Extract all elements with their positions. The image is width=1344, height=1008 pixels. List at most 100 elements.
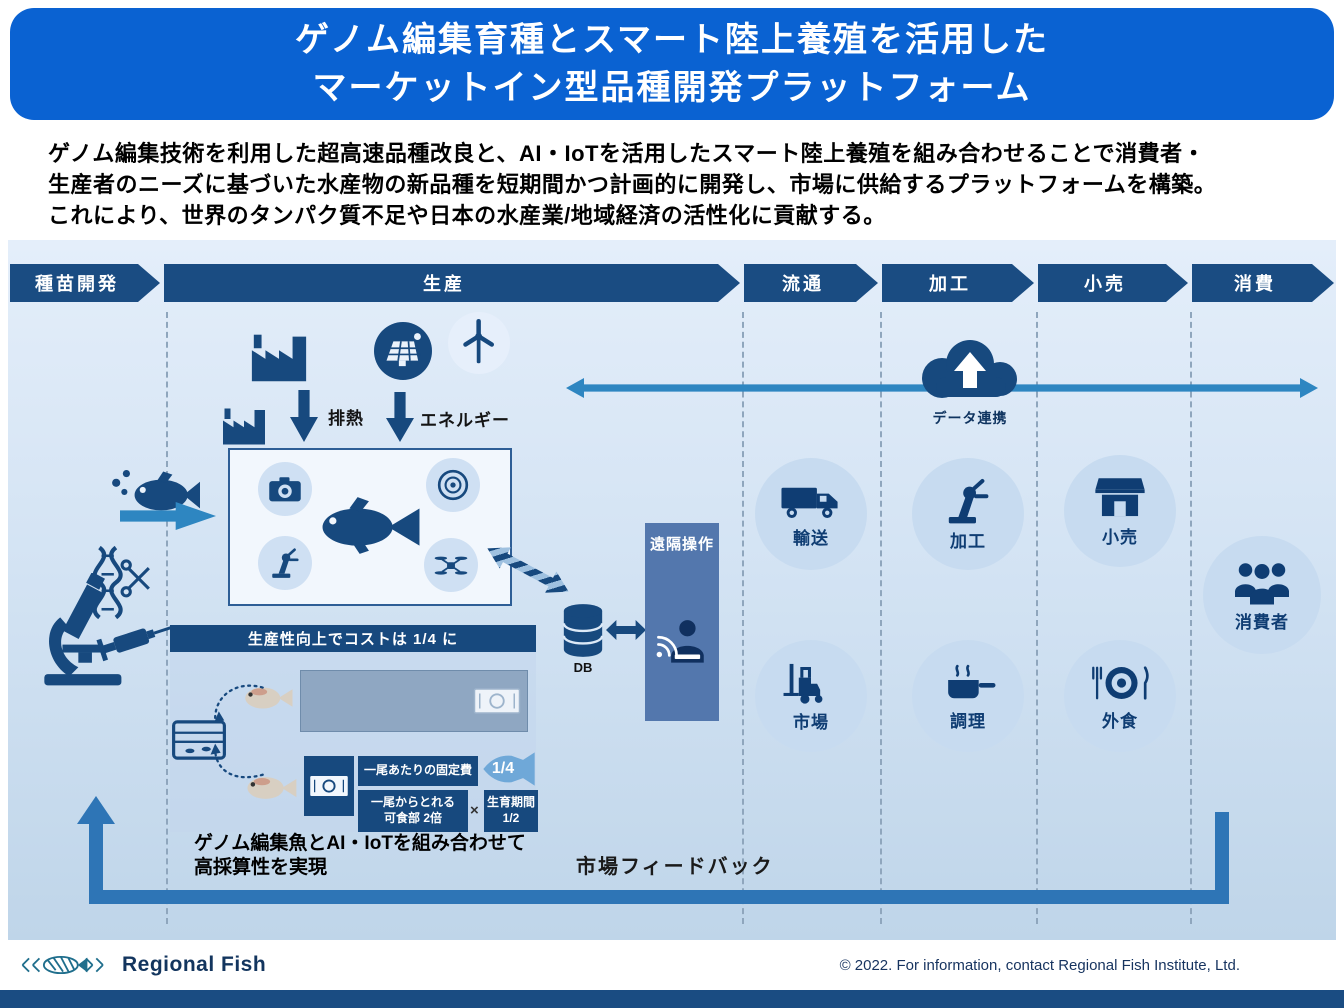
stage-processing: 加工 — [882, 264, 1034, 302]
fish-tag-icon — [483, 752, 535, 786]
cooking-pot-icon — [948, 664, 996, 698]
forklift-icon — [783, 663, 823, 704]
title-line-1: ゲノム編集育種とスマート陸上養殖を活用した — [295, 20, 1049, 59]
factory-icon — [223, 408, 265, 445]
remote-control-panel: 遠隔操作 — [645, 523, 719, 721]
fixed-cost-ratio: 1/4 — [491, 760, 515, 777]
camera-icon — [269, 477, 301, 502]
drone-badge — [424, 538, 478, 592]
description-line-2: 生産者のニーズに基づいた水産物の新品種を短期間かつ計画的に開発し、市場に供給する… — [48, 172, 1217, 197]
profitability-line2: 高採算性を実現 — [194, 857, 328, 878]
edible-portion-box: 一尾からとれる 可食部 2倍 — [358, 790, 468, 832]
database-icon — [562, 604, 604, 657]
cloud-upload-icon — [922, 340, 1017, 398]
column-separator — [880, 312, 882, 924]
solar-panel-icon — [386, 333, 421, 367]
multiply-sign: × — [470, 802, 479, 819]
chain-node-label: 輸送 — [793, 528, 829, 548]
sensor-icon — [437, 469, 469, 501]
storefront-icon — [1095, 477, 1145, 516]
chain-node-label: 調理 — [950, 711, 986, 731]
db-remote-sync-arrow — [606, 620, 646, 640]
cost-banner: 生産性向上でコストは 1/4 に — [170, 625, 536, 652]
money-badge — [304, 756, 354, 816]
fish-and-eggs-icon — [112, 470, 200, 511]
stage-retail: 小売 — [1038, 264, 1188, 302]
stage-consumption: 消費 — [1192, 264, 1334, 302]
sensor-badge — [426, 458, 480, 512]
waste-heat-label: 排熱 — [328, 409, 364, 428]
data-linkage-label: データ連携 — [932, 410, 1008, 426]
truck-icon — [781, 487, 838, 518]
logo: Regional Fish — [18, 952, 266, 978]
market-feedback-label: 市場フィードバック — [576, 856, 774, 878]
chain-node-processing: 加工 — [912, 458, 1024, 570]
wind-turbine-icon — [463, 319, 494, 364]
db-label: DB — [573, 660, 593, 675]
growth-period-line1: 生育期間 — [486, 795, 535, 810]
description-line-3: これにより、世界のタンパク質不足や日本の水産業/地域経済の活性化に貢献する。 — [48, 203, 886, 228]
stage-distribution: 流通 — [744, 264, 878, 302]
fixed-cost-ratio-tag: 1/4 — [480, 750, 538, 788]
remote-operator-icon — [656, 620, 704, 663]
description-line-1: ゲノム編集技術を利用した超高速品種改良と、AI・IoTを活用したスマート陸上養殖… — [48, 141, 1206, 166]
fish-tank-icon — [172, 720, 226, 760]
growth-period-box: 生育期間 1/2 — [484, 790, 538, 832]
stage-production: 生産 — [164, 264, 740, 302]
stage-seed-development: 種苗開発 — [10, 264, 160, 302]
sea-bream-icon — [247, 777, 297, 799]
aquaculture-photo — [300, 670, 528, 732]
description: ゲノム編集技術を利用した超高速品種改良と、AI・IoTを活用したスマート陸上養殖… — [48, 138, 1318, 231]
data-linkage: データ連携 — [908, 332, 1032, 430]
chain-node-label: 外食 — [1102, 711, 1138, 731]
profitability-note: ゲノム編集魚とAI・IoTを組み合わせて 高採算性を実現 — [194, 832, 526, 880]
column-separator — [742, 312, 744, 924]
energy-arrow — [386, 392, 414, 442]
robot-arm-badge — [258, 536, 312, 590]
banknote-icon — [473, 688, 521, 714]
energy-label: エネルギー — [420, 411, 510, 430]
chain-node-label: 市場 — [793, 712, 829, 732]
microscope-icon — [44, 573, 122, 686]
syringe-icon — [96, 626, 172, 662]
chain-node-cooking: 調理 — [912, 640, 1024, 752]
regional-fish-logo-icon — [21, 955, 104, 975]
footer-stripe — [0, 990, 1344, 1008]
process-diagram: 種苗開発 生産 流通 加工 小売 消費 — [8, 240, 1336, 940]
fixed-cost-box: 一尾あたりの固定費 — [358, 756, 478, 786]
feedback-arrow-segment — [1215, 812, 1229, 900]
edible-portion-line1: 一尾からとれる — [370, 795, 455, 810]
column-separator — [166, 312, 168, 924]
aquaculture-facility-box — [228, 448, 512, 606]
chain-node-label: 小売 — [1102, 527, 1138, 547]
banknote-icon — [310, 776, 348, 796]
chain-node-label: 消費者 — [1235, 612, 1289, 632]
wind-turbine-badge — [448, 312, 510, 374]
column-separator — [1036, 312, 1038, 924]
chain-node-market: 市場 — [755, 640, 867, 752]
remote-control-label: 遠隔操作 — [649, 536, 714, 553]
column-separator — [1190, 312, 1192, 924]
feedback-arrow-segment — [89, 822, 103, 896]
robot-arm-icon — [272, 548, 299, 578]
factory-icon — [251, 334, 307, 382]
waste-heat-arrow — [290, 390, 318, 442]
title-banner: ゲノム編集育種とスマート陸上養殖を活用した マーケットイン型品種開発プラットフォ… — [10, 8, 1334, 120]
camera-badge — [258, 462, 312, 516]
fork-knife-plate-icon — [1092, 665, 1149, 700]
chain-node-label: 加工 — [950, 531, 986, 551]
logo-text: Regional Fish — [122, 953, 267, 976]
chain-node-transport: 輸送 — [755, 458, 867, 570]
copyright-text: © 2022. For information, contact Regiona… — [839, 956, 1240, 974]
footer: Regional Fish © 2022. For information, c… — [0, 940, 1344, 990]
fish-icon — [322, 497, 420, 554]
chain-node-consumer: 消費者 — [1203, 536, 1321, 654]
feedback-arrow-segment — [89, 890, 1229, 904]
title-line-2: マーケットイン型品種開発プラットフォーム — [312, 69, 1032, 107]
dashed-flow-arrow — [210, 743, 264, 779]
edible-portion-line2: 可食部 2倍 — [383, 811, 442, 825]
dashed-flow-arrow — [214, 684, 264, 723]
drone-icon — [434, 556, 468, 575]
robot-arm-icon — [948, 478, 989, 523]
